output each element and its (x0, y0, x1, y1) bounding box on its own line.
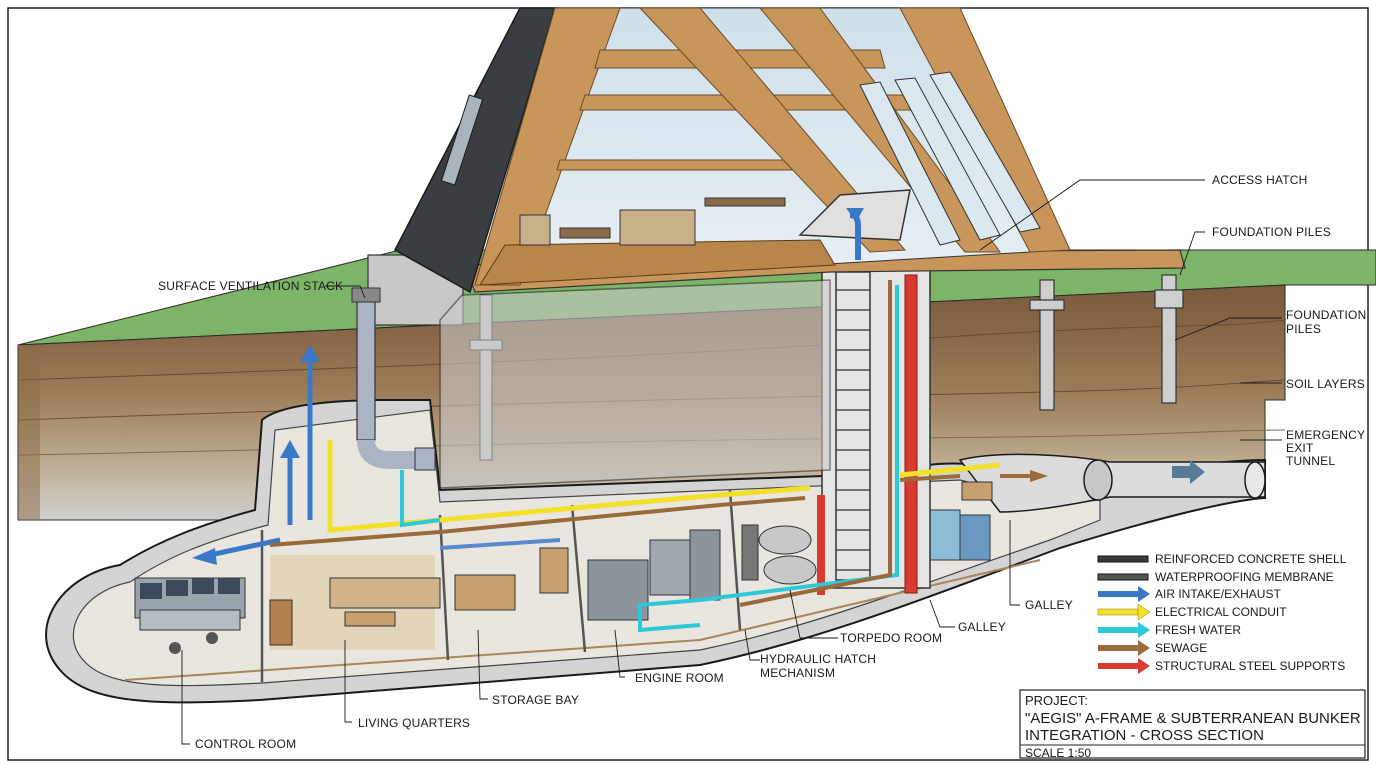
label-engine-room: ENGINE ROOM (635, 671, 724, 685)
living-quarters-interior (269, 555, 441, 650)
label-soil-layers: SOIL LAYERS (1286, 377, 1365, 391)
label-foundation-piles-1: FOUNDATION (1286, 308, 1366, 322)
label-emergency-3: TUNNEL (1286, 454, 1335, 468)
storage-bay-interior (454, 547, 569, 611)
label-living-quarters: LIVING QUARTERS (358, 716, 470, 730)
legend-swatch-water (1098, 622, 1150, 638)
legend-label-1: WATERPROOFING MEMBRANE (1155, 570, 1334, 584)
control-room-interior (134, 577, 246, 654)
label-foundation-piles-top: FOUNDATION PILES (1212, 225, 1331, 239)
label-hydraulic-2: MECHANISM (760, 666, 835, 680)
legend-swatch-electric (1097, 603, 1151, 621)
label-surface-ventilation-stack: SURFACE VENTILATION STACK (158, 279, 343, 293)
title-scale: SCALE 1:50 (1025, 746, 1091, 760)
utility-lines (192, 280, 1048, 633)
leader-lines (181, 179, 1282, 745)
legend-swatch-steel (1098, 658, 1150, 674)
legend-swatch-concrete (1097, 555, 1149, 563)
legend-label-5: SEWAGE (1155, 641, 1207, 655)
legend: REINFORCED CONCRETE SHELL WATERPROOFING … (1097, 552, 1347, 674)
legend-swatch-membrane (1097, 573, 1149, 581)
label-hydraulic-1: HYDRAULIC HATCH (760, 652, 876, 666)
torpedo-room-interior (741, 524, 817, 585)
label-torpedo-room: TORPEDO ROOM (840, 631, 942, 645)
roof-left (394, 7, 557, 294)
title-line-1: "AEGIS" A-FRAME & SUBTERRANEAN BUNKER (1025, 710, 1361, 727)
legend-label-4: FRESH WATER (1155, 623, 1241, 637)
callout-labels: ACCESS HATCH FOUNDATION PILES FOUNDATION… (158, 173, 1366, 751)
title-block: PROJECT: "AEGIS" A-FRAME & SUBTERRANEAN … (1019, 689, 1366, 760)
legend-label-2: AIR INTAKE/EXHAUST (1155, 587, 1281, 601)
ventilation-stack (351, 287, 436, 471)
label-foundation-piles-2: PILES (1286, 322, 1321, 336)
legend-label-6: STRUCTURAL STEEL SUPPORTS (1155, 659, 1345, 673)
a-frame-house (394, 7, 1071, 294)
legend-label-3: ELECTRICAL CONDUIT (1155, 605, 1287, 619)
title-line-2: INTEGRATION - CROSS SECTION (1025, 727, 1264, 744)
label-galley-right: GALLEY (1025, 598, 1073, 612)
legend-swatch-air (1098, 586, 1150, 602)
engine-room-interior (587, 529, 721, 621)
label-galley: GALLEY (958, 620, 1006, 634)
label-storage-bay: STORAGE BAY (492, 693, 579, 707)
title-project-label: PROJECT: (1025, 693, 1088, 708)
legend-swatch-sewage (1098, 640, 1150, 656)
label-control-room: CONTROL ROOM (195, 737, 296, 751)
access-shaft (817, 267, 931, 595)
legend-label-0: REINFORCED CONCRETE SHELL (1155, 552, 1347, 566)
label-emergency-2: EXIT (1286, 441, 1314, 455)
emergency-tunnel (958, 453, 1266, 513)
label-emergency-1: EMERGENCY (1286, 428, 1365, 442)
label-access-hatch: ACCESS HATCH (1212, 173, 1308, 187)
